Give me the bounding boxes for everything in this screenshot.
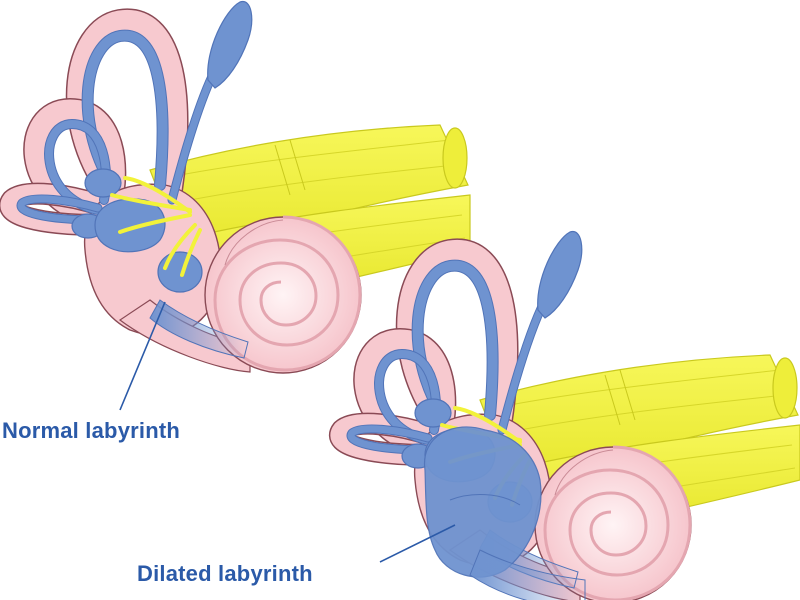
normal-labyrinth-label: Normal labyrinth <box>2 418 181 443</box>
dilated-labyrinth-label: Dilated labyrinth <box>137 561 313 586</box>
dilated-labyrinth-illustration <box>340 232 800 600</box>
dilated-leader-line <box>379 524 456 563</box>
normal-leader-line <box>119 301 166 411</box>
